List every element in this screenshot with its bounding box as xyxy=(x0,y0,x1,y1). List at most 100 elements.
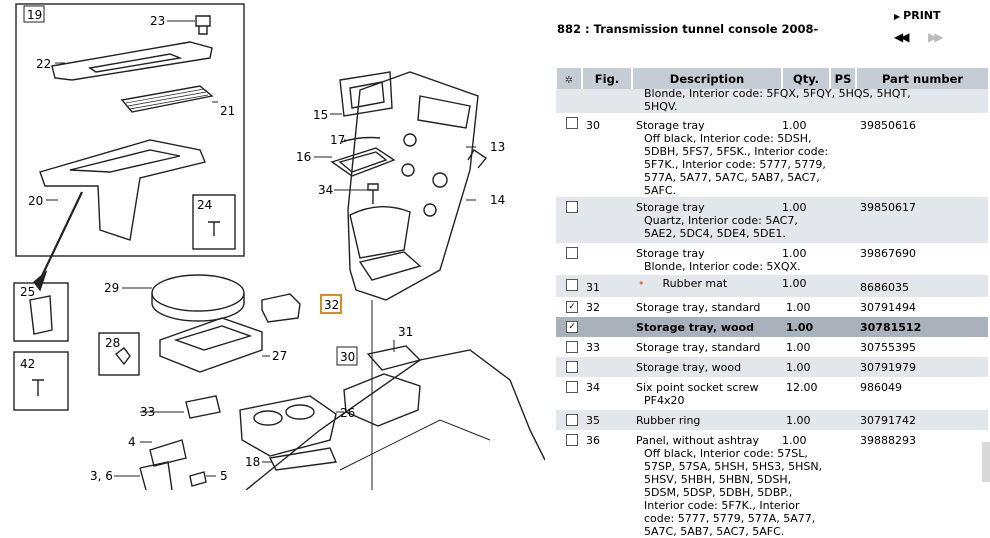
parts-table: ✲ Fig. Description Qty. PS Part number B… xyxy=(555,68,988,538)
row-checkbox[interactable] xyxy=(566,434,578,446)
desc-sub: Off black, Interior code: 5DSH, 5DBH, 5F… xyxy=(644,132,829,197)
select-all-header[interactable]: ✲ xyxy=(555,68,582,89)
qty-cell: 1.00 xyxy=(782,317,830,337)
parts-panel: 882 : Transmission tunnel console 2008- … xyxy=(545,0,990,538)
print-button[interactable]: ▶PRINT xyxy=(894,9,941,22)
table-header: ✲ Fig. Description Qty. PS Part number xyxy=(555,68,988,89)
row-checkbox[interactable] xyxy=(566,341,578,353)
desc-cell: Panel, without ashtray xyxy=(636,434,760,447)
truncated-desc-2: 5HQV. xyxy=(644,100,678,113)
next-page-icon: ▶▶ xyxy=(928,30,944,44)
qty-cell: 1.00 xyxy=(786,341,811,354)
desc-sub: PF4x20 xyxy=(644,394,685,407)
callout-5: 5 xyxy=(220,469,228,483)
qty-cell: 1.00 xyxy=(782,277,807,290)
col-description[interactable]: Description xyxy=(631,68,782,89)
table-row[interactable]: ✓ 32 Storage tray, standard 1.00 3079149… xyxy=(556,297,988,317)
callout-18: 18 xyxy=(245,455,260,469)
print-label: PRINT xyxy=(903,9,941,22)
callout-30: 30 xyxy=(340,350,355,364)
print-icon: ▶ xyxy=(894,12,901,21)
fig-cell: 32 xyxy=(586,301,600,314)
part-number-cell: 986049 xyxy=(860,381,902,394)
row-checkbox[interactable] xyxy=(566,361,578,373)
callout-29: 29 xyxy=(104,281,119,295)
callout-13: 13 xyxy=(490,140,505,154)
col-qty[interactable]: Qty. xyxy=(781,68,830,89)
callout-24: 24 xyxy=(197,198,212,212)
qty-cell: 1.00 xyxy=(782,119,807,132)
inset-frame xyxy=(15,3,245,257)
callout-32[interactable]: 32 xyxy=(324,298,339,312)
row-checkbox[interactable] xyxy=(566,201,578,213)
desc-cell: Storage tray, standard xyxy=(636,341,761,354)
parts-diagram: 19 23 22 21 20 24 25 42 29 28 27 33 4 3,… xyxy=(13,3,546,491)
bullet-icon: • xyxy=(638,277,645,290)
part-number-cell: 8686035 xyxy=(856,275,988,297)
desc-cell: Six point socket screw xyxy=(636,381,759,394)
callout-33: 33 xyxy=(140,405,155,419)
desc-cell: Storage tray xyxy=(636,119,705,132)
callout-3-6: 3, 6 xyxy=(90,469,113,483)
fig-cell: 30 xyxy=(586,119,600,132)
table-row[interactable]: 33 Storage tray, standard 1.00 30755395 xyxy=(556,337,988,357)
desc-sub: Blonde, Interior code: 5XQX. xyxy=(644,260,801,273)
part-number-cell: 39850616 xyxy=(860,119,916,132)
row-checkbox[interactable] xyxy=(566,117,578,129)
row-checkbox-checked[interactable]: ✓ xyxy=(566,301,578,313)
part-number-cell: 30755395 xyxy=(860,341,916,354)
desc-cell: Storage tray xyxy=(636,201,705,214)
row-checkbox[interactable] xyxy=(566,279,578,291)
qty-cell: 12.00 xyxy=(786,381,818,394)
callout-17: 17 xyxy=(330,133,345,147)
callout-42: 42 xyxy=(20,357,35,371)
settings-icon: ✲ xyxy=(564,74,574,86)
part-number-cell: 30791742 xyxy=(856,410,988,430)
desc-sub: Off black, Interior code: 57SL, 57SP, 57… xyxy=(644,447,823,538)
callout-26: 26 xyxy=(340,406,355,420)
part-number-cell: 30791494 xyxy=(860,301,916,314)
callout-14: 14 xyxy=(490,193,505,207)
table-row[interactable]: Storage tray, wood 1.00 30791979 xyxy=(556,357,988,377)
table-row[interactable]: 31 1.00 • Rubber mat 8686035 xyxy=(556,275,988,297)
part-number-cell: 39850617 xyxy=(856,197,988,243)
row-checkbox-checked[interactable]: ✓ xyxy=(566,321,578,333)
qty-cell: 1.00 xyxy=(786,301,811,314)
leader-lines xyxy=(46,20,476,477)
table-row[interactable]: 35 Rubber ring 1.00 30791742 xyxy=(556,410,988,430)
row-checkbox[interactable] xyxy=(566,381,578,393)
callout-32-highlight[interactable] xyxy=(320,294,342,314)
table-row-selected[interactable]: ✓ Storage tray, wood 1.00 30781512 xyxy=(556,317,988,337)
qty-cell: 1.00 xyxy=(782,201,807,214)
callout-34: 34 xyxy=(318,183,333,197)
callout-20: 20 xyxy=(28,194,43,208)
col-ps[interactable]: PS xyxy=(829,68,856,89)
desc-cell: Rubber ring xyxy=(632,410,782,430)
callout-31: 31 xyxy=(398,325,413,339)
callout-22: 22 xyxy=(36,57,51,71)
qty-cell: 1.00 xyxy=(782,410,830,430)
fig-cell: 36 xyxy=(586,434,600,447)
scrollbar[interactable] xyxy=(982,442,990,482)
fig-cell: 34 xyxy=(586,381,600,394)
callout-21: 21 xyxy=(220,104,235,118)
fig-cell: 35 xyxy=(582,410,632,430)
part-number-cell: 39888293 xyxy=(860,434,916,447)
col-part-number[interactable]: Part number xyxy=(855,68,988,89)
row-checkbox[interactable] xyxy=(566,247,578,259)
col-fig[interactable]: Fig. xyxy=(581,68,632,89)
row-checkbox[interactable] xyxy=(566,414,578,426)
desc-cell: Storage tray, wood xyxy=(632,357,782,377)
callout-25: 25 xyxy=(20,285,35,299)
previous-page-icon[interactable]: ◀◀ xyxy=(894,30,910,44)
desc-cell: Rubber mat xyxy=(662,277,728,290)
fig-cell: 31 xyxy=(582,275,632,297)
qty-cell: 1.00 xyxy=(782,434,807,447)
part-number-cell: 39867690 xyxy=(860,247,916,260)
desc-cell: Storage tray, standard xyxy=(636,301,761,314)
